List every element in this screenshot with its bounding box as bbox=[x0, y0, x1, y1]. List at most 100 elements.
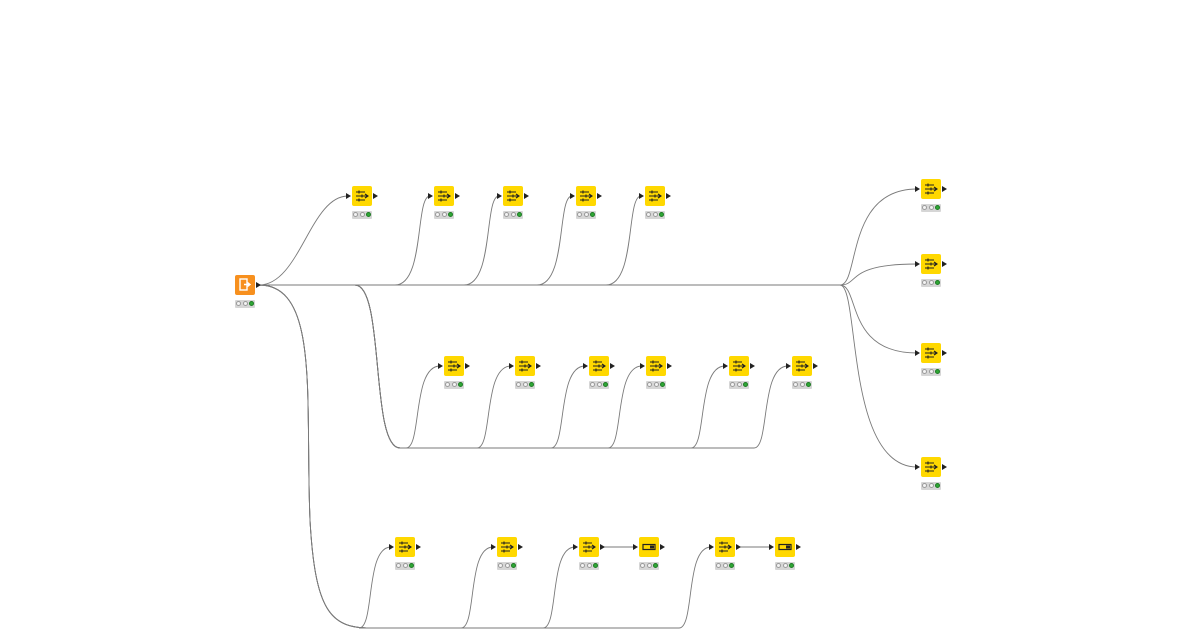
input-port[interactable] bbox=[915, 350, 920, 356]
status-light-off bbox=[640, 563, 645, 568]
node-t3[interactable] bbox=[497, 186, 529, 206]
output-port[interactable] bbox=[455, 193, 460, 199]
input-port[interactable] bbox=[570, 193, 575, 199]
node-status-t1 bbox=[352, 211, 372, 219]
output-port[interactable] bbox=[796, 544, 801, 550]
node-b5[interactable] bbox=[709, 537, 741, 557]
node-m2[interactable] bbox=[509, 356, 541, 376]
input-port[interactable] bbox=[915, 186, 920, 192]
input-port[interactable] bbox=[583, 363, 588, 369]
node-m3[interactable] bbox=[583, 356, 615, 376]
node-src[interactable] bbox=[235, 275, 261, 295]
connection-src-m1[interactable] bbox=[259, 284, 441, 449]
node-r2[interactable] bbox=[915, 254, 947, 274]
node-b6[interactable] bbox=[769, 537, 801, 557]
status-green-light bbox=[935, 483, 940, 488]
status-green-light bbox=[806, 382, 811, 387]
input-port[interactable] bbox=[769, 544, 774, 550]
input-port[interactable] bbox=[497, 193, 502, 199]
connection-src-b5[interactable] bbox=[258, 284, 712, 629]
output-port[interactable] bbox=[465, 363, 470, 369]
connection-src-r1[interactable] bbox=[259, 188, 918, 286]
node-r1[interactable] bbox=[915, 179, 947, 199]
node-status-src bbox=[235, 300, 255, 308]
input-port[interactable] bbox=[389, 544, 394, 550]
output-port[interactable] bbox=[942, 464, 947, 470]
connection-src-r4[interactable] bbox=[259, 284, 918, 468]
node-t4[interactable] bbox=[570, 186, 602, 206]
output-port[interactable] bbox=[813, 363, 818, 369]
node-t1[interactable] bbox=[346, 186, 378, 206]
input-port[interactable] bbox=[723, 363, 728, 369]
status-light-off bbox=[793, 382, 798, 387]
status-light-off bbox=[596, 382, 602, 387]
input-port[interactable] bbox=[491, 544, 496, 550]
output-port[interactable] bbox=[942, 350, 947, 356]
node-b1[interactable] bbox=[389, 537, 421, 557]
node-b2[interactable] bbox=[491, 537, 523, 557]
input-port[interactable] bbox=[509, 363, 514, 369]
output-port[interactable] bbox=[416, 544, 421, 550]
status-green-light bbox=[511, 563, 516, 568]
output-port[interactable] bbox=[736, 544, 741, 550]
connection-src-r3[interactable] bbox=[259, 284, 918, 354]
output-port[interactable] bbox=[536, 363, 541, 369]
output-port[interactable] bbox=[667, 363, 672, 369]
output-port[interactable] bbox=[750, 363, 755, 369]
output-port[interactable] bbox=[597, 193, 602, 199]
connection-src-t3[interactable] bbox=[259, 195, 500, 286]
input-port[interactable] bbox=[709, 544, 714, 550]
status-green-light bbox=[593, 563, 598, 568]
connection-src-r2[interactable] bbox=[259, 263, 918, 286]
node-m1[interactable] bbox=[438, 356, 470, 376]
status-green-light bbox=[653, 563, 658, 568]
output-port[interactable] bbox=[518, 544, 523, 550]
connection-src-t5[interactable] bbox=[259, 195, 642, 286]
connection-src-b3[interactable] bbox=[258, 284, 576, 629]
connection-src-t4[interactable] bbox=[259, 195, 573, 286]
input-port[interactable] bbox=[640, 363, 645, 369]
node-t5[interactable] bbox=[639, 186, 671, 206]
output-port[interactable] bbox=[610, 363, 615, 369]
node-m5[interactable] bbox=[723, 356, 755, 376]
output-port[interactable] bbox=[942, 261, 947, 267]
status-green-light bbox=[660, 382, 665, 387]
node-status-r1 bbox=[921, 204, 941, 212]
status-green-light bbox=[789, 563, 794, 568]
node-m6[interactable] bbox=[786, 356, 818, 376]
node-b3[interactable] bbox=[573, 537, 605, 557]
connection-src-t2[interactable] bbox=[259, 195, 431, 286]
status-light-off bbox=[451, 382, 457, 387]
input-port[interactable] bbox=[428, 193, 433, 199]
output-port[interactable] bbox=[524, 193, 529, 199]
input-port[interactable] bbox=[915, 261, 920, 267]
output-port[interactable] bbox=[600, 544, 605, 550]
input-port[interactable] bbox=[573, 544, 578, 550]
status-light-off bbox=[928, 280, 934, 285]
status-green-light bbox=[409, 563, 414, 568]
input-port[interactable] bbox=[346, 193, 351, 199]
node-status-b4 bbox=[639, 562, 659, 570]
node-b4[interactable] bbox=[633, 537, 665, 557]
node-m4[interactable] bbox=[640, 356, 672, 376]
connection-src-t1[interactable] bbox=[258, 195, 349, 286]
output-port[interactable] bbox=[256, 282, 261, 288]
input-port[interactable] bbox=[786, 363, 791, 369]
input-port[interactable] bbox=[633, 544, 638, 550]
input-port[interactable] bbox=[639, 193, 644, 199]
status-light-off bbox=[647, 382, 652, 387]
output-port[interactable] bbox=[373, 193, 378, 199]
status-green-light bbox=[249, 301, 254, 306]
input-port[interactable] bbox=[915, 464, 920, 470]
status-light-off bbox=[646, 563, 652, 568]
node-r3[interactable] bbox=[915, 343, 947, 363]
input-port[interactable] bbox=[438, 363, 443, 369]
node-r4[interactable] bbox=[915, 457, 947, 477]
connection-src-b1[interactable] bbox=[258, 284, 392, 629]
output-port[interactable] bbox=[942, 186, 947, 192]
output-port[interactable] bbox=[666, 193, 671, 199]
node-t2[interactable] bbox=[428, 186, 460, 206]
connection-src-b2[interactable] bbox=[258, 284, 494, 629]
output-port[interactable] bbox=[660, 544, 665, 550]
